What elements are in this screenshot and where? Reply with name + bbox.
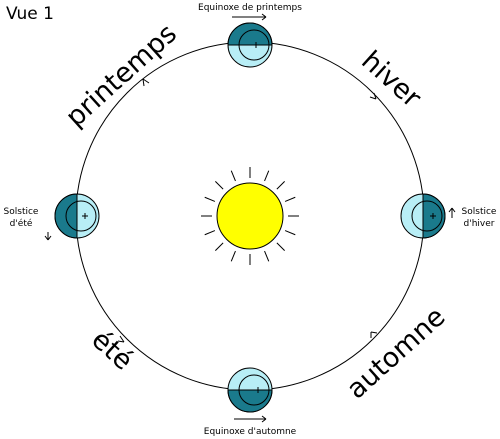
sun-disc: [216, 182, 284, 250]
label-winter-solstice-line1: Solstice: [462, 207, 497, 217]
sun: [201, 167, 299, 265]
rotation-arrow-summer: [44, 232, 52, 241]
sun-ray: [276, 242, 286, 252]
sun-ray: [284, 196, 296, 202]
sun-ray: [204, 196, 216, 202]
sun-ray: [264, 170, 270, 182]
sun-ray: [264, 250, 270, 262]
season-label-spring: printemps: [60, 18, 183, 133]
rotation-arrow-autumn: [234, 415, 267, 423]
sun-ray: [284, 230, 296, 236]
season-label-summer: été: [85, 324, 138, 376]
sun-ray: [276, 180, 286, 190]
earth-autumn-equinox: [227, 367, 273, 413]
orbit-arrow-top-left: [142, 78, 150, 87]
label-winter-solstice-line2: d'hiver: [464, 219, 495, 229]
rotation-arrow-winter: [448, 207, 456, 218]
orbit-arrow-bottom-left: [117, 335, 125, 343]
rotation-arrow-spring: [232, 13, 267, 21]
sun-ray: [204, 230, 216, 236]
label-summer-solstice-line1: Solstice: [4, 207, 39, 217]
orbit-arrow-bottom-right: [370, 331, 378, 338]
sun-ray: [230, 170, 236, 182]
earth-winter-solstice: [400, 193, 446, 239]
view-label: Vue 1: [6, 4, 54, 24]
earth-summer-solstice: [54, 193, 100, 239]
label-autumn-equinox: Equinoxe d'automne: [204, 427, 297, 437]
earth-spring-equinox: [227, 22, 273, 68]
sun-ray: [214, 180, 224, 190]
orbit-arrow-top-right: [369, 92, 377, 100]
sun-ray: [230, 250, 236, 262]
sun-ray: [214, 242, 224, 252]
season-label-winter: hiver: [355, 45, 427, 114]
label-spring-equinox: Equinoxe de printemps: [198, 3, 302, 13]
label-summer-solstice-line2: d'été: [10, 218, 33, 229]
